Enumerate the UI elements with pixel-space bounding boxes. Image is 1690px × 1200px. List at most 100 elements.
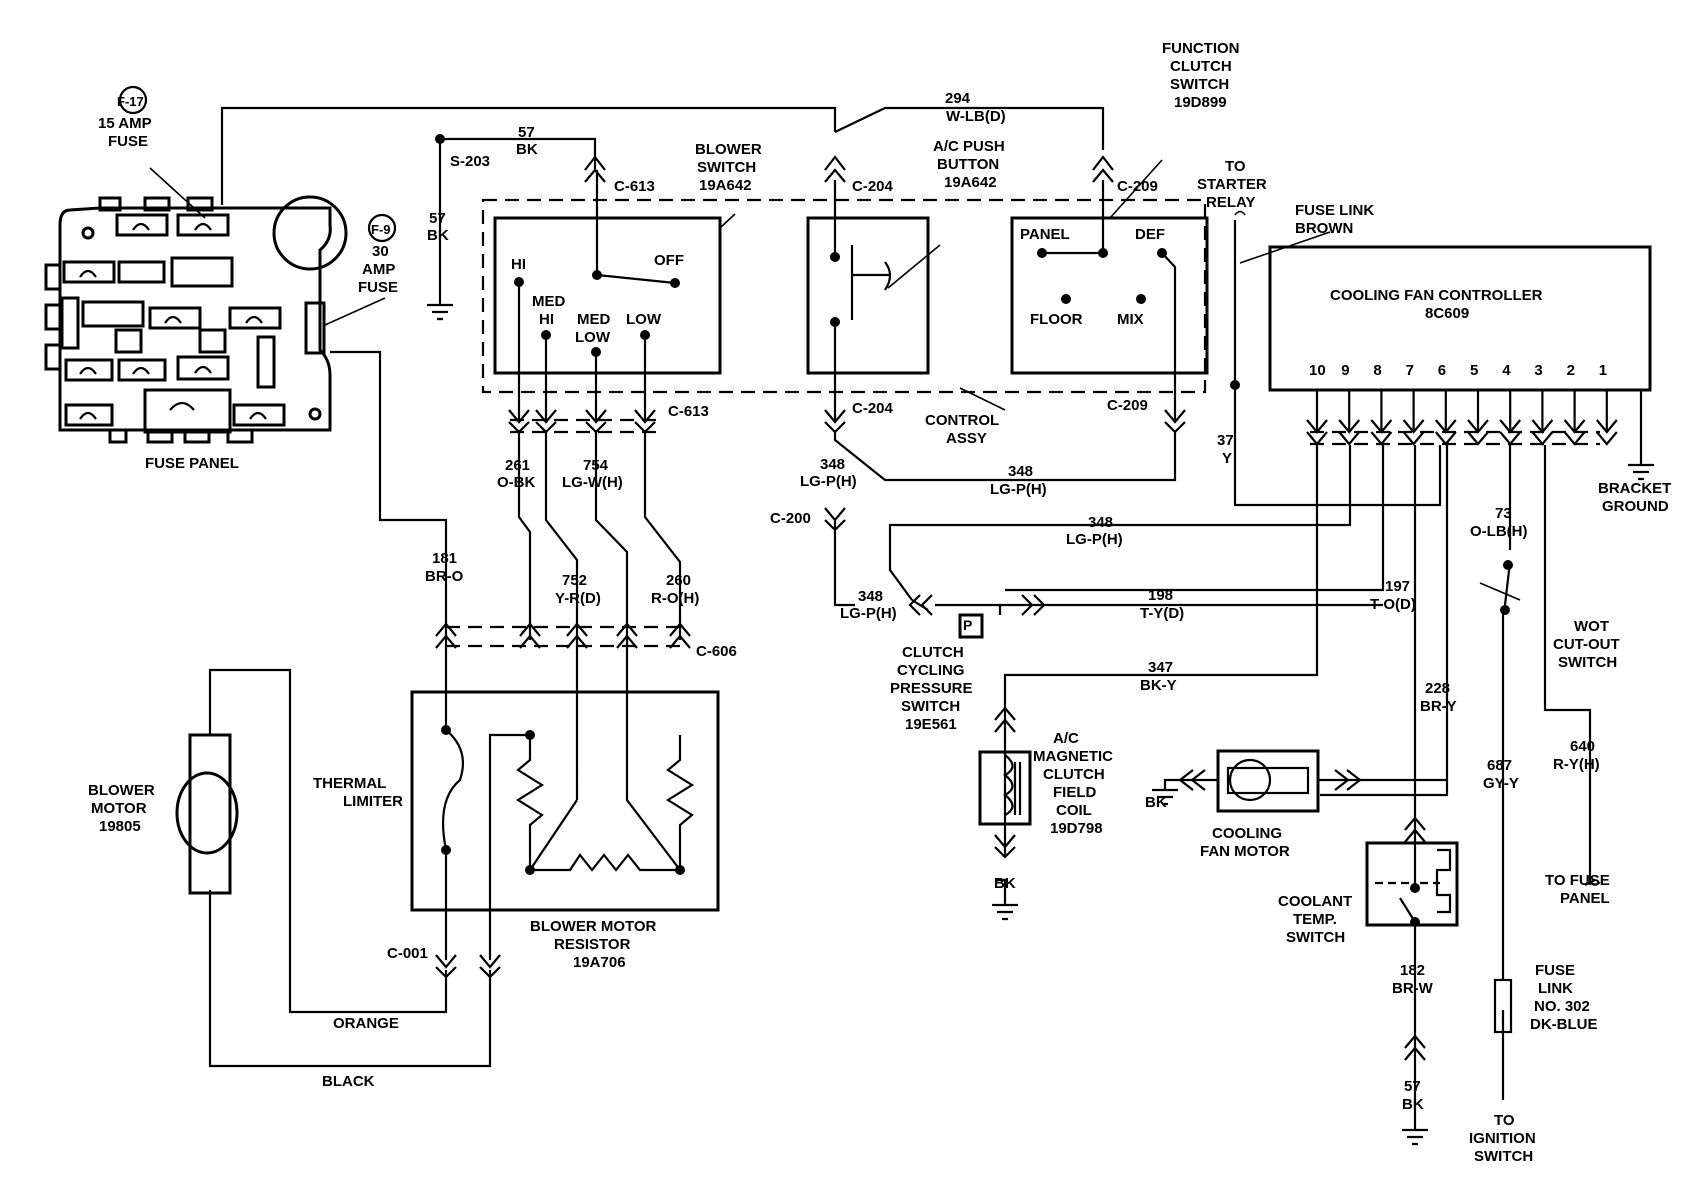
wire-198-color: T-Y(D) <box>1140 605 1185 622</box>
thermal-limiter-line2: LIMITER <box>343 793 403 810</box>
wire-348-b-color: LG-P(H) <box>990 481 1047 498</box>
controller-pin-connector <box>1595 390 1618 446</box>
position-low: LOW <box>626 311 661 328</box>
wire-57-top-num: 57 <box>518 124 535 141</box>
fuse-link-302-line1: FUSE <box>1535 962 1576 979</box>
pressure-switch-symbol: P <box>963 617 973 633</box>
clutch-coil-part: 19D798 <box>1050 820 1103 837</box>
wire-687-num: 687 <box>1487 757 1513 774</box>
s203-label: S-203 <box>450 153 491 170</box>
blower-switch-box <box>493 216 722 375</box>
controller-pin-connector <box>1306 390 1328 446</box>
controller-pin-connector <box>1434 390 1457 446</box>
controller-pin-label: 10 <box>1309 362 1326 379</box>
controller-pin-connector <box>1499 390 1522 446</box>
clutch-coil-line1: A/C <box>1053 730 1079 747</box>
blower-motor-line1: BLOWER <box>88 782 155 799</box>
wire-orange-label: ORANGE <box>333 1015 399 1032</box>
to-fuse-panel-line2: PANEL <box>1560 890 1610 907</box>
controller-pin-connector <box>1402 390 1425 446</box>
wire-754-num: 754 <box>583 457 609 474</box>
position-med-hi-2: HI <box>539 311 554 328</box>
c606-label: C-606 <box>696 643 737 660</box>
wot-switch-line2: CUT-OUT <box>1553 636 1620 653</box>
controller-pin-label: 7 <box>1405 362 1414 379</box>
fuse-link-brown-line2: BROWN <box>1295 220 1354 237</box>
resistor-line1: BLOWER MOTOR <box>530 918 657 935</box>
position-med-hi-1: MED <box>532 293 566 310</box>
wire-181-color: BR-O <box>425 568 464 585</box>
wire-348-a-num: 348 <box>820 456 846 473</box>
wire-261-color: O-BK <box>497 474 536 491</box>
controller-pin-label: 5 <box>1470 362 1479 379</box>
c200-label: C-200 <box>770 510 811 527</box>
ac-push-button-box <box>806 216 930 375</box>
coolant-temp-switch-box <box>1365 841 1459 927</box>
wire-73-color: O-LB(H) <box>1470 523 1528 540</box>
control-assy-name2: ASSY <box>946 430 987 447</box>
wire-294-color: W-LB(D) <box>946 108 1006 125</box>
fuse-f9-unit: AMP <box>362 261 396 278</box>
clutch-coil-box <box>978 750 1032 826</box>
wire-228-color: BR-Y <box>1420 698 1457 715</box>
wire-260-color: R-O(H) <box>651 590 700 607</box>
starter-relay-line1: TO <box>1225 158 1246 175</box>
connector-outlines <box>446 198 1600 648</box>
c209-top-label: C-209 <box>1117 178 1158 195</box>
wire-black-label: BLACK <box>322 1073 375 1090</box>
controller-pin-connector <box>1467 390 1489 446</box>
controller-pin-connector <box>1531 390 1554 446</box>
ignition-switch-line1: TO <box>1494 1112 1515 1129</box>
fuse-f9-id: F-9 <box>371 222 391 237</box>
controller-pin-label: 1 <box>1598 362 1608 379</box>
controller-pin-label: 8 <box>1373 362 1382 379</box>
position-hi: HI <box>511 256 526 273</box>
blower-motor-line2: MOTOR <box>91 800 147 817</box>
pressure-switch-line1: CLUTCH <box>902 644 964 661</box>
wire-57-top-color: BK <box>516 141 538 158</box>
blower-switch-part: 19A642 <box>699 177 752 194</box>
controller-pin-label: 4 <box>1502 362 1511 379</box>
wire-182-color: BR-W <box>1392 980 1433 997</box>
wire-57-left-num: 57 <box>429 210 446 227</box>
c001-label: C-001 <box>387 945 428 962</box>
wire-754-color: LG-W(H) <box>562 474 623 491</box>
clutch-coil-line4: FIELD <box>1053 784 1097 801</box>
wire-73-num: 73 <box>1495 505 1512 522</box>
wire-bk-coil: BK <box>994 875 1016 892</box>
fuse-link-302-line3: NO. 302 <box>1534 998 1590 1015</box>
ac-push-button-part: 19A642 <box>944 174 997 191</box>
connector-chevrons <box>435 155 1618 1061</box>
pressure-switch-line4: SWITCH <box>901 698 961 715</box>
function-clutch-switch-box <box>1010 216 1209 375</box>
blower-motor-part: 19805 <box>99 818 141 835</box>
clutch-coil-line3: CLUTCH <box>1043 766 1105 783</box>
thermal-limiter-line1: THERMAL <box>313 775 387 792</box>
fuse-panel <box>44 195 348 444</box>
wire-37-color: Y <box>1222 450 1233 467</box>
fuse-f17-type: FUSE <box>108 133 149 150</box>
pressure-switch-icon <box>958 613 984 639</box>
pressure-switch-line3: PRESSURE <box>890 680 973 697</box>
cooling-fan-motor-box <box>1216 749 1320 813</box>
clutch-coil-line2: MAGNETIC <box>1033 748 1113 765</box>
blower-motor-body <box>188 733 232 895</box>
coolant-temp-line2: TEMP. <box>1293 911 1337 928</box>
ignition-switch-line2: IGNITION <box>1469 1130 1536 1147</box>
wire-57-bottom-num: 57 <box>1404 1078 1421 1095</box>
function-clutch-switch-part: 19D899 <box>1174 94 1227 111</box>
wire-57-left-color: BK <box>427 227 449 244</box>
c613-top-label: C-613 <box>614 178 655 195</box>
cooling-fan-controller-part: 8C609 <box>1425 305 1470 322</box>
resistor-part: 19A706 <box>573 954 626 971</box>
wire-348-d-color: LG-P(H) <box>840 605 897 622</box>
starter-relay-line3: RELAY <box>1206 194 1256 211</box>
resistor-line2: RESISTOR <box>554 936 631 953</box>
wire-261-num: 261 <box>505 457 531 474</box>
wire-752-color: Y-R(D) <box>555 590 601 607</box>
wire-228-num: 228 <box>1425 680 1451 697</box>
wire-348-a-color: LG-P(H) <box>800 473 857 490</box>
wire-640-num: 640 <box>1570 738 1596 755</box>
ac-push-button-name2: BUTTON <box>937 156 1000 173</box>
